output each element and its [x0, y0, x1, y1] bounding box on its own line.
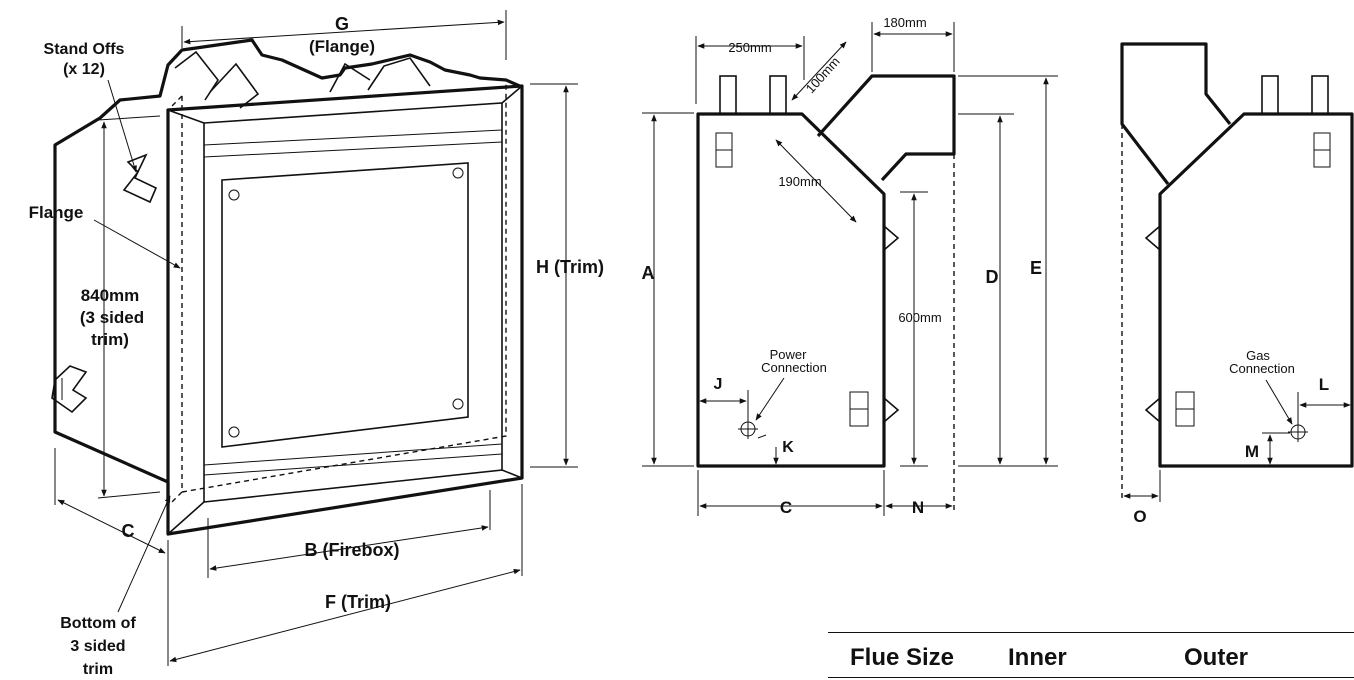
standoff-top-1	[174, 50, 219, 101]
bottom-of-label: Bottom of	[60, 615, 136, 632]
j-label: J	[714, 376, 723, 393]
d-label: D	[986, 267, 999, 287]
flange-dashed-outline	[181, 80, 507, 493]
c-label-middle: C	[780, 498, 792, 517]
three-sided-label-2: 3 sided	[70, 638, 125, 655]
dim-600mm-label: 600mm	[898, 310, 941, 325]
flue-size-header: Flue Size	[850, 644, 955, 671]
flue-outlet-right	[1120, 42, 1232, 185]
screw-bottom-right	[452, 398, 464, 410]
gas-connection-label: Connection	[1229, 361, 1295, 376]
side-tab-upper	[883, 225, 900, 251]
three-sided-label: (3 sided	[80, 308, 144, 327]
o-label: O	[1133, 507, 1146, 526]
standoff-top-4	[367, 57, 431, 91]
outer-header: Outer	[1184, 644, 1249, 671]
h-trim-label: H (Trim)	[536, 257, 604, 277]
e-label: E	[1030, 258, 1042, 278]
power-connection-label: Connection	[761, 360, 827, 375]
screw-top-right	[452, 167, 464, 179]
g-flange-label: (Flange)	[309, 37, 375, 56]
trim-bevel	[203, 102, 503, 503]
power-label: Power	[770, 347, 808, 362]
dim-190mm-label: 190mm	[778, 174, 821, 189]
glass-panel	[221, 162, 469, 448]
dim-100mm-label: 100mm	[803, 54, 843, 96]
side-tab-right-lower	[1144, 397, 1161, 423]
dim-180mm-label: 180mm	[883, 15, 926, 30]
standoff-side-lower	[51, 365, 88, 414]
l-label: L	[1319, 375, 1329, 394]
inner-header: Inner	[1008, 644, 1067, 671]
top-tube-1	[719, 75, 737, 115]
top-tube-2	[769, 75, 787, 115]
standoffs-label: Stand Offs	[44, 41, 125, 58]
dim-840mm-label: 840mm	[81, 286, 140, 305]
standoff-top-2	[209, 62, 260, 109]
top-tube-4	[1311, 75, 1329, 115]
screw-top-left	[228, 189, 240, 201]
trim-paren-label: trim)	[91, 330, 129, 349]
n-label: N	[912, 498, 924, 517]
a-label: A	[642, 263, 655, 283]
opposite-elevation-view: Gas Connection L M O	[1120, 42, 1354, 526]
b-firebox-label: B (Firebox)	[304, 540, 399, 560]
flue-size-table-header: Flue Size Inner Outer	[828, 632, 1354, 678]
standoff-top-3	[329, 62, 371, 93]
fireplace-body-outline	[53, 38, 523, 506]
standoffs-count-label: (x 12)	[63, 61, 105, 78]
g-label: G	[335, 14, 349, 34]
front-trim	[166, 84, 524, 536]
standoff-side-upper	[122, 153, 158, 204]
c-label-left: C	[122, 521, 135, 541]
screw-bottom-left	[228, 426, 240, 438]
side-tab-right-upper	[1144, 225, 1161, 251]
flue-outlet	[816, 74, 956, 182]
k-label: K	[782, 439, 794, 456]
body-outline-right	[1158, 112, 1354, 468]
gas-label: Gas	[1246, 348, 1270, 363]
fireplace-perspective-view: Stand Offs (x 12) G (Flange) Flange 840m…	[29, 10, 604, 678]
trim-label: trim	[83, 661, 113, 678]
m-label: M	[1245, 442, 1259, 461]
f-trim-label: F (Trim)	[325, 592, 391, 612]
dim-250mm-label: 250mm	[728, 40, 771, 55]
side-tab-lower	[883, 397, 900, 423]
flange-label: Flange	[29, 203, 84, 222]
side-elevation-view: 250mm 180mm 100mm 190mm A D E 600mm Powe…	[642, 15, 1058, 517]
top-tube-3	[1261, 75, 1279, 115]
